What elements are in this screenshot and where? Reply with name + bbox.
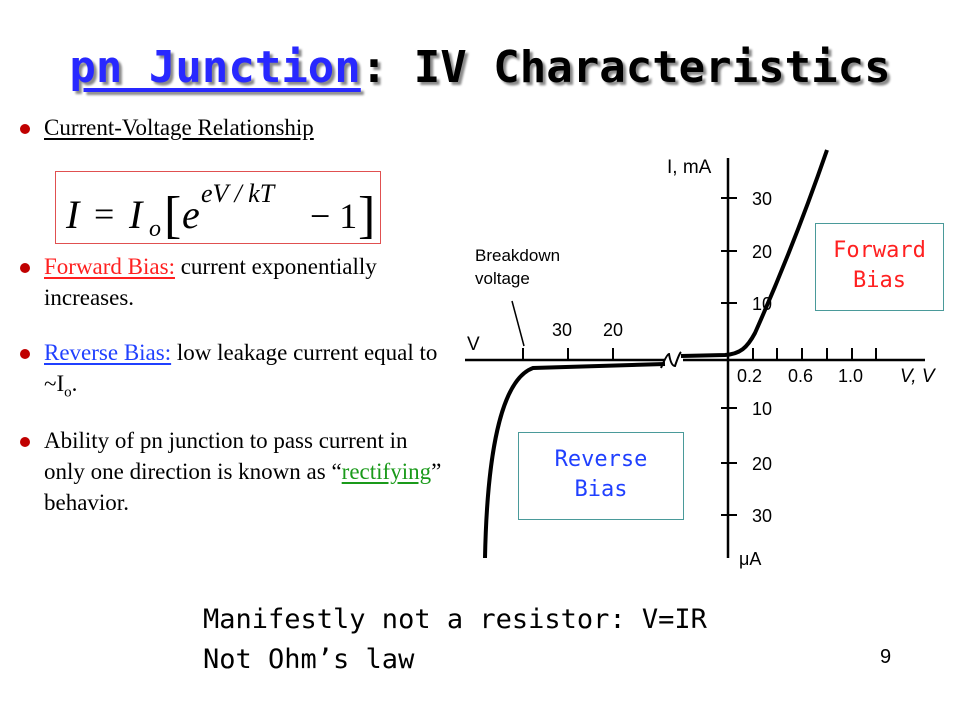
micro-amp-label: μA xyxy=(739,549,761,569)
title-pn-junction: pn Junction xyxy=(69,42,361,93)
x-tick-label: 0.2 xyxy=(737,366,762,386)
reverse-bias-sub: o xyxy=(64,384,72,401)
slide-number: 9 xyxy=(880,646,892,668)
iv-curve-reverse xyxy=(483,362,666,559)
eq-close-bracket: ] xyxy=(358,187,375,244)
bottom-note: Manifestly not a resistor: V=IR Not Ohm’… xyxy=(203,600,823,680)
eq-i0-sub: o xyxy=(149,216,161,242)
eq-base: e xyxy=(182,192,200,237)
y-tick-label: 30 xyxy=(752,189,772,209)
y-axis-label: I, mA xyxy=(667,157,712,178)
eq-lhs: I xyxy=(65,192,81,237)
iv-characteristic-graph: I, mA V, V V μA Breakdown voltage 30 20 … xyxy=(465,149,937,569)
bullet-text: Forward Bias: current exponentially incr… xyxy=(44,251,450,313)
slide-title: pn Junction: IV Characteristics xyxy=(0,42,960,93)
forward-bias-box-line: Bias xyxy=(853,268,906,293)
note-line: Manifestly not a resistor: V=IR xyxy=(203,604,707,635)
axis-break xyxy=(660,351,682,369)
eq-minus-one: − 1 xyxy=(310,196,357,236)
eq-i0: I xyxy=(128,192,144,237)
x-axis-label: V, V xyxy=(900,366,937,387)
note-line: Not Ohm’s law xyxy=(203,644,415,675)
reverse-bias-box-line: Bias xyxy=(574,477,628,502)
bullet-dot xyxy=(20,263,30,273)
eq-open-bracket: [ xyxy=(164,187,181,244)
x-tick-label: 20 xyxy=(603,320,623,340)
v-label: V xyxy=(467,334,480,355)
rectifying-text: Ability of pn junction to pass current i… xyxy=(44,428,408,484)
x-tick-label: 1.0 xyxy=(838,366,863,386)
title-iv-characteristics: : IV Characteristics xyxy=(360,42,891,93)
breakdown-label: Breakdown xyxy=(475,246,560,265)
bullet-dot xyxy=(20,124,30,134)
bullet-dot xyxy=(20,437,30,447)
y-tick-label: 10 xyxy=(752,294,772,314)
y-tick-label: 20 xyxy=(752,242,772,262)
reverse-bias-label: Reverse Bias: xyxy=(44,340,172,365)
y-tick-label: 10 xyxy=(752,399,772,419)
x-tick-label: 0.6 xyxy=(788,366,813,386)
bullet-text: Reverse Bias: low leakage current equal … xyxy=(44,337,450,409)
breakdown-label: voltage xyxy=(475,269,530,288)
y-tick-label: 30 xyxy=(752,506,772,526)
bullet-text: Current-Voltage Relationship xyxy=(44,115,314,140)
eq-equals: = xyxy=(94,194,114,234)
rectifying-end: ” behavior. xyxy=(44,459,442,515)
eq-exponent: eV / kT xyxy=(201,179,276,208)
forward-bias-text: current exponentially increases. xyxy=(44,254,377,310)
rectifying-highlight: rectifying xyxy=(341,459,432,484)
forward-bias-box: Forward Bias xyxy=(815,223,944,311)
bullet-text: Ability of pn junction to pass current i… xyxy=(44,425,450,518)
reverse-bias-end: . xyxy=(71,371,78,396)
y-tick-label: 20 xyxy=(752,454,772,474)
breakdown-pointer xyxy=(511,300,525,347)
reverse-bias-box-line: Reverse xyxy=(554,447,648,472)
diode-equation-box: I = I o [ e eV / kT − 1 ] xyxy=(55,171,381,244)
bullet-dot xyxy=(20,349,30,359)
diode-equation: I = I o [ e eV / kT − 1 ] xyxy=(65,179,375,244)
reverse-bias-box: Reverse Bias xyxy=(518,432,684,520)
reverse-bias-text: low leakage current equal to ~I xyxy=(44,340,438,396)
forward-bias-label: Forward Bias: xyxy=(44,254,175,279)
forward-bias-box-line: Forward xyxy=(833,238,926,263)
iv-curve-forward xyxy=(680,149,829,358)
x-tick-label: 30 xyxy=(552,320,572,340)
